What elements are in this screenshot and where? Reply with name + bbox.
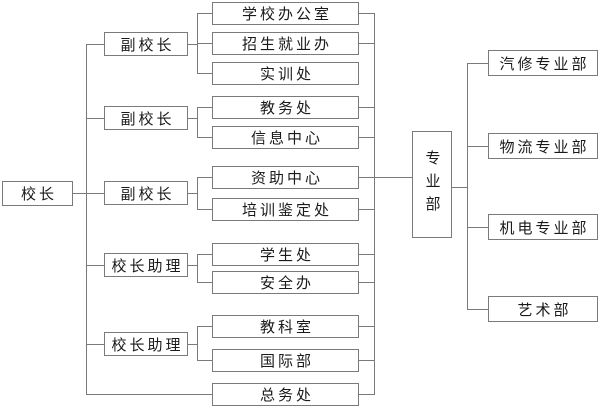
node-art-division: 艺术部 <box>488 296 598 322</box>
connector-line <box>197 254 198 283</box>
connector-line <box>467 63 488 64</box>
connector-line <box>188 193 197 194</box>
connector-line <box>86 44 104 45</box>
node-training-appraisal-office: 培训鉴定处 <box>212 198 359 221</box>
connector-line <box>374 13 375 395</box>
node-assistant-principal-1: 校长助理 <box>104 253 188 277</box>
connector-line <box>359 13 374 14</box>
connector-line <box>197 177 212 178</box>
connector-line <box>188 118 197 119</box>
node-information-center: 信息中心 <box>212 126 359 149</box>
node-vice-principal-2: 副校长 <box>104 106 188 130</box>
node-principal: 校长 <box>2 181 73 206</box>
node-academic-affairs-office: 教务处 <box>212 96 359 119</box>
connector-line <box>188 44 197 45</box>
connector-line <box>86 344 104 345</box>
connector-line <box>86 44 87 395</box>
connector-line <box>197 360 212 361</box>
connector-line <box>452 187 467 188</box>
connector-line <box>188 344 197 345</box>
connector-line <box>359 177 412 178</box>
connector-line <box>197 209 212 210</box>
connector-line <box>73 193 104 194</box>
node-international-department: 国际部 <box>212 349 359 372</box>
connector-line <box>359 360 374 361</box>
connector-line <box>467 309 488 310</box>
connector-line <box>197 137 212 138</box>
connector-line <box>359 43 374 44</box>
node-school-office: 学校办公室 <box>212 2 359 25</box>
connector-line <box>359 254 374 255</box>
connector-line <box>197 254 212 255</box>
connector-line <box>467 63 468 310</box>
node-vice-principal-1: 副校长 <box>104 32 188 56</box>
connector-line <box>359 394 374 395</box>
connector-line <box>197 326 212 327</box>
node-teaching-research-office: 教科室 <box>212 315 359 338</box>
connector-line <box>467 227 488 228</box>
connector-line <box>359 209 374 210</box>
connector-line <box>359 107 374 108</box>
professional-division-label: 专业部 <box>423 150 441 219</box>
connector-line <box>86 394 212 395</box>
connector-line <box>467 146 488 147</box>
connector-line <box>197 107 212 108</box>
connector-line <box>197 177 198 210</box>
connector-line <box>197 43 212 44</box>
node-auto-repair-division: 汽修专业部 <box>488 50 598 76</box>
connector-line <box>188 265 197 266</box>
connector-line <box>197 13 212 14</box>
connector-line <box>197 282 212 283</box>
node-mechatronics-division: 机电专业部 <box>488 214 598 240</box>
connector-line <box>359 137 374 138</box>
node-student-affairs-office: 学生处 <box>212 243 359 266</box>
connector-line <box>359 326 374 327</box>
node-logistics-division: 物流专业部 <box>488 133 598 159</box>
connector-line <box>197 107 198 138</box>
connector-line <box>359 282 374 283</box>
connector-line <box>86 118 104 119</box>
node-funding-center: 资助中心 <box>212 166 359 189</box>
connector-line <box>197 73 212 74</box>
node-admissions-employment-office: 招生就业办 <box>212 32 359 55</box>
node-assistant-principal-2: 校长助理 <box>104 332 188 356</box>
node-vice-principal-3: 副校长 <box>104 181 188 205</box>
node-general-affairs-office: 总务处 <box>212 383 359 406</box>
connector-line <box>86 265 104 266</box>
connector-line <box>197 326 198 361</box>
node-safety-office: 安全办 <box>212 271 359 294</box>
node-practical-training-office: 实训处 <box>212 62 359 85</box>
node-professional-division: 专业部 <box>412 131 452 238</box>
